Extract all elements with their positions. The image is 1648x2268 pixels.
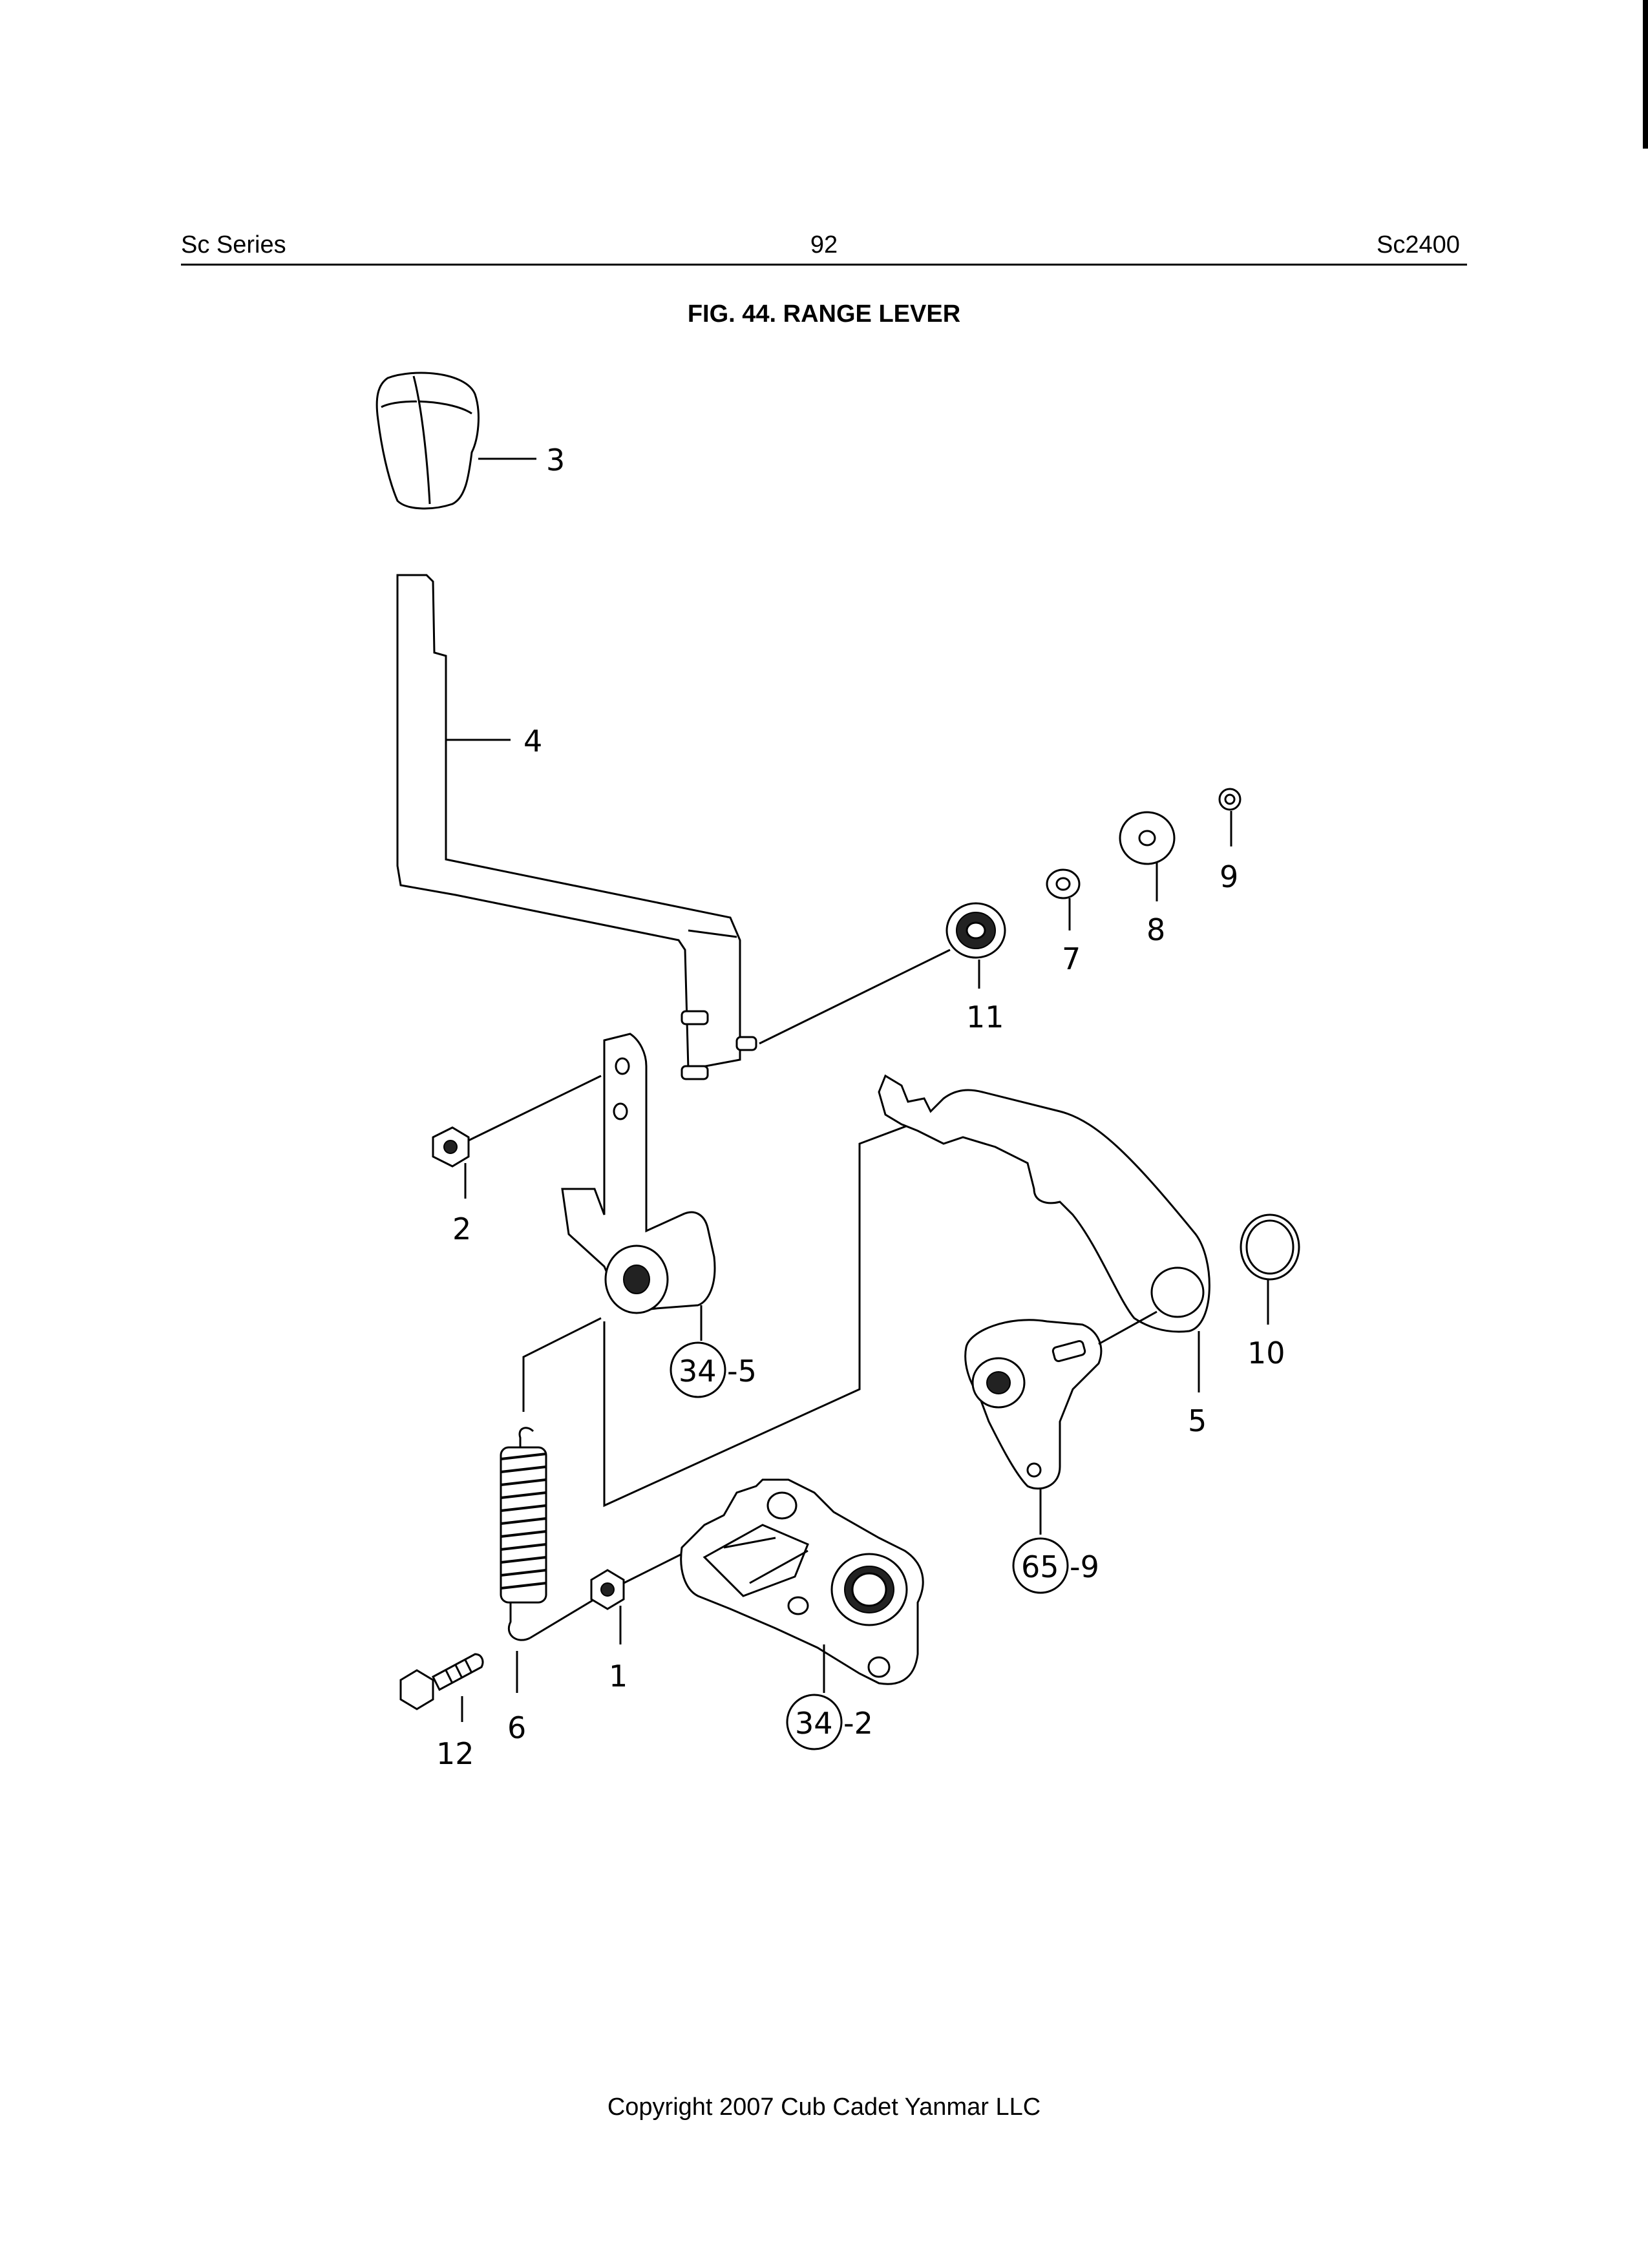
- callout-2: 2: [452, 1212, 471, 1246]
- shift-arm-part: [964, 1319, 1103, 1490]
- copyright-footer: Copyright 2007 Cub Cadet Yanmar LLC: [607, 2094, 1041, 2121]
- clip-part: [1218, 788, 1241, 811]
- callout-12: 12: [436, 1736, 474, 1771]
- knob-part: [375, 372, 480, 510]
- header-series: Sc Series: [181, 231, 286, 258]
- callout-11: 11: [966, 1000, 1004, 1034]
- spring-part: [500, 1427, 547, 1641]
- callout-34-2: 34 -2: [786, 1694, 873, 1750]
- range-lever-part: [396, 574, 757, 1080]
- svg-text:34: 34: [679, 1354, 717, 1389]
- cover-part: [680, 1478, 924, 1685]
- svg-text:-5: -5: [727, 1354, 757, 1389]
- callout-10: 10: [1247, 1336, 1285, 1370]
- upper-nut-part: [432, 1126, 470, 1168]
- callout-34-5: 34 -5: [670, 1341, 757, 1398]
- callout-5: 5: [1188, 1403, 1207, 1438]
- callout-8: 8: [1146, 912, 1165, 947]
- callout-7: 7: [1062, 941, 1081, 976]
- svg-text:-9: -9: [1070, 1549, 1099, 1584]
- svg-text:-2: -2: [843, 1706, 873, 1741]
- svg-text:34: 34: [795, 1706, 833, 1741]
- callout-1: 1: [609, 1659, 628, 1694]
- header-model: Sc2400: [1377, 231, 1460, 258]
- bracket-part: [561, 1033, 716, 1314]
- header-rule: [181, 264, 1467, 266]
- svg-text:65: 65: [1021, 1549, 1059, 1584]
- large-washer-part: [1119, 811, 1176, 865]
- page-number: 92: [810, 231, 838, 258]
- small-washer-part: [1046, 868, 1081, 899]
- arm-part: [878, 1074, 1210, 1333]
- page-edge-mark: [1643, 0, 1648, 149]
- snap-ring-part: [1240, 1213, 1300, 1281]
- callout-9: 9: [1220, 859, 1238, 894]
- callout-6: 6: [507, 1710, 526, 1745]
- callout-65-9: 65 -9: [1012, 1537, 1099, 1594]
- figure-title: FIG. 44. RANGE LEVER: [687, 300, 961, 328]
- callout-4: 4: [523, 724, 542, 759]
- bearing-part: [945, 902, 1006, 959]
- lower-nut-part: [590, 1569, 625, 1610]
- callout-3: 3: [546, 443, 565, 478]
- bolt-part: [399, 1653, 484, 1710]
